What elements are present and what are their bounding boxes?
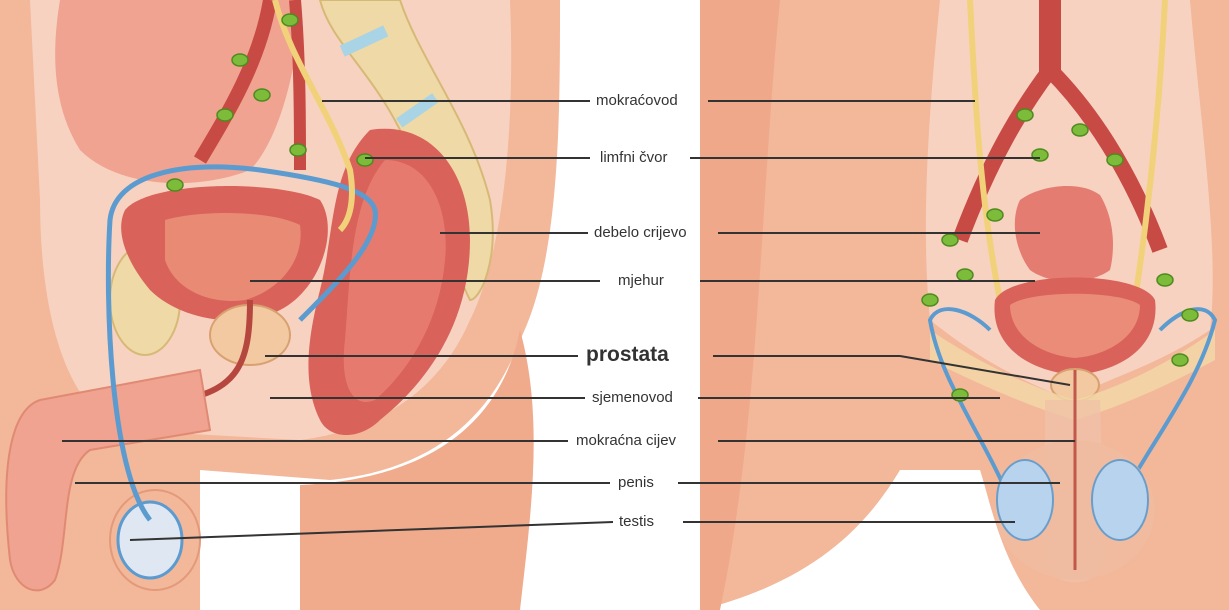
- label-prostate: prostata: [580, 341, 675, 369]
- frontal-view: [700, 0, 1229, 610]
- lymph-node-shape: [254, 89, 270, 101]
- label-ureter: mokraćovod: [590, 90, 684, 112]
- lymph-node-shape: [957, 269, 973, 281]
- lymph-node-shape: [1017, 109, 1033, 121]
- label-bladder: mjehur: [612, 270, 670, 292]
- label-colon: debelo crijevo: [588, 222, 693, 244]
- lymph-node-shape: [922, 294, 938, 306]
- label-testis: testis: [613, 511, 660, 533]
- label-urethra: mokraćna cijev: [570, 430, 682, 452]
- lymph-node-shape: [290, 144, 306, 156]
- lymph-node-shape: [357, 154, 373, 166]
- sagittal-view: [0, 0, 560, 610]
- label-vas-deferens: sjemenovod: [586, 387, 679, 409]
- lymph-node-shape: [1107, 154, 1123, 166]
- label-penis: penis: [612, 472, 660, 494]
- lymph-node-shape: [1032, 149, 1048, 161]
- lymph-node-shape: [282, 14, 298, 26]
- frontal-testis-right: [1092, 460, 1148, 540]
- label-lymph-node: limfni čvor: [594, 147, 674, 169]
- lymph-node-shape: [952, 389, 968, 401]
- lymph-node-shape: [1182, 309, 1198, 321]
- lymph-node-shape: [987, 209, 1003, 221]
- lymph-node-shape: [167, 179, 183, 191]
- lymph-node-shape: [1157, 274, 1173, 286]
- lymph-node-shape: [217, 109, 233, 121]
- lymph-node-shape: [1072, 124, 1088, 136]
- frontal-testis-left: [997, 460, 1053, 540]
- lymph-node-shape: [1172, 354, 1188, 366]
- lymph-node-shape: [232, 54, 248, 66]
- lymph-node-shape: [942, 234, 958, 246]
